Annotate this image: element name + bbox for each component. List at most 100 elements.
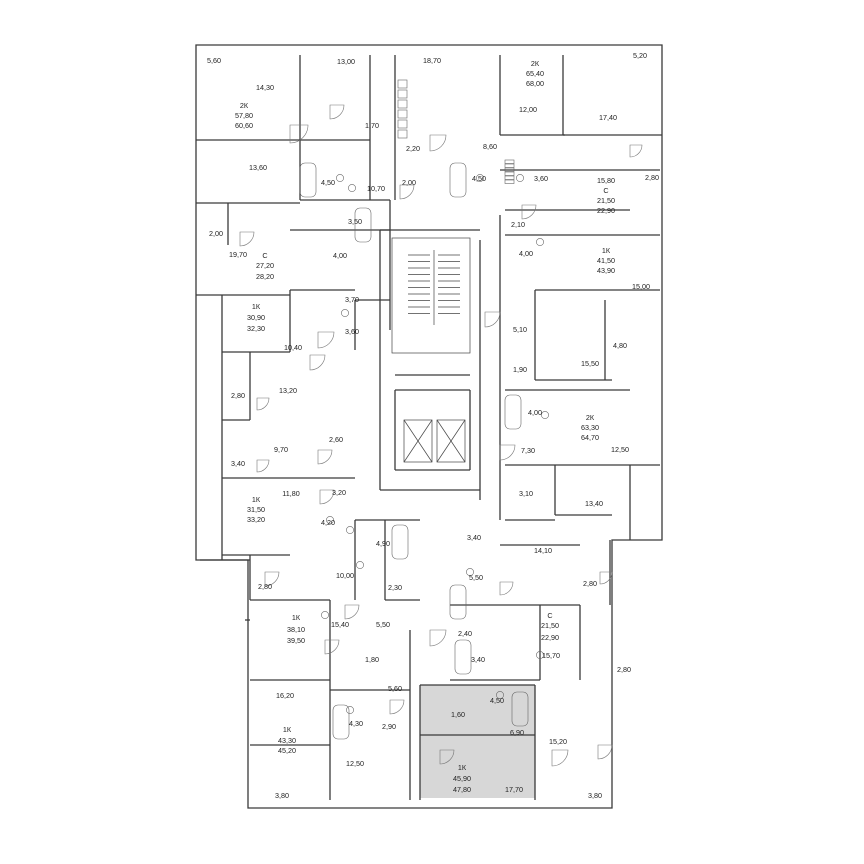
area-label: 13,40	[585, 499, 603, 508]
area-label: 12,50	[611, 445, 629, 454]
area-label: 13,20	[279, 386, 297, 395]
area-label: 39,50	[287, 636, 305, 645]
area-label: 22,90	[597, 206, 615, 215]
highlighted-apartment-fill	[420, 685, 535, 798]
area-label: 15,20	[549, 737, 567, 746]
bathtub	[299, 162, 317, 198]
area-label: 2,80	[645, 173, 659, 182]
door-swing	[499, 444, 516, 461]
area-label: 4,20	[321, 518, 335, 527]
door-swing	[344, 604, 360, 620]
area-label: 2,00	[402, 178, 416, 187]
elevator-left	[403, 419, 433, 463]
door-swing	[599, 571, 613, 585]
area-label: 15,50	[581, 359, 599, 368]
toilet	[536, 651, 544, 659]
area-label: 7,30	[521, 446, 535, 455]
area-label: 5,60	[207, 56, 221, 65]
door-swing	[289, 124, 309, 144]
area-label: 5,10	[513, 325, 527, 334]
area-label: 4,90	[376, 539, 390, 548]
area-label: 47,80	[453, 785, 471, 794]
area-label: 33,20	[247, 515, 265, 524]
kitchen-unit	[504, 175, 515, 180]
toilet	[541, 411, 549, 419]
door-swing	[439, 749, 455, 765]
area-label: 57,80	[235, 111, 253, 120]
bathtub	[391, 524, 409, 560]
area-label: 1К	[292, 613, 301, 622]
area-label: 15,40	[331, 620, 349, 629]
area-label: 16,20	[276, 691, 294, 700]
area-label: 43,90	[597, 266, 615, 275]
area-label: 2,80	[258, 582, 272, 591]
door-swing	[389, 699, 405, 715]
door-swing	[324, 639, 340, 655]
area-label: 4,50	[321, 178, 335, 187]
area-label: 1К	[283, 725, 292, 734]
area-label: С	[603, 186, 608, 195]
area-label: С	[547, 611, 552, 620]
kitchen-unit	[397, 79, 408, 89]
area-label: 2,60	[329, 435, 343, 444]
toilet	[348, 184, 356, 192]
area-label: 2К	[240, 101, 249, 110]
area-label: 13,00	[337, 57, 355, 66]
bathtub	[332, 704, 350, 740]
door-swing	[264, 571, 280, 587]
area-label: 2,10	[511, 220, 525, 229]
door-swing	[317, 449, 333, 465]
bathtub	[511, 691, 529, 727]
area-label: 32,30	[247, 324, 265, 333]
door-swing	[309, 354, 326, 371]
area-label: 21,50	[597, 196, 615, 205]
area-label: 3,60	[534, 174, 548, 183]
kitchen-unit	[397, 129, 408, 139]
area-label: 2,80	[617, 665, 631, 674]
door-swing	[429, 629, 447, 647]
toilet	[466, 568, 474, 576]
kitchen-unit	[397, 119, 408, 129]
highlighted-apartment[interactable]	[420, 685, 535, 798]
area-label: 6,90	[510, 728, 524, 737]
area-label: 12,00	[519, 105, 537, 114]
bathtub	[354, 207, 372, 243]
area-label: 31,50	[247, 505, 265, 514]
area-label: 21,50	[541, 621, 559, 630]
area-label: 10,00	[336, 571, 354, 580]
area-label: 8,60	[483, 142, 497, 151]
area-label: 14,10	[534, 546, 552, 555]
area-label: 10,40	[284, 343, 302, 352]
fixtures	[239, 79, 643, 767]
toilet	[516, 174, 524, 182]
area-label: 1,80	[365, 655, 379, 664]
kitchen-unit	[397, 109, 408, 119]
door-swing	[239, 231, 255, 247]
area-label: 1К	[252, 495, 261, 504]
area-label: 2,00	[209, 229, 223, 238]
toilet	[336, 174, 344, 182]
area-label: 45,20	[278, 746, 296, 755]
walls	[195, 44, 663, 809]
area-label: 1,60	[451, 710, 465, 719]
area-label: 15,70	[542, 651, 560, 660]
bathtub	[504, 394, 522, 430]
area-label: 12,50	[346, 759, 364, 768]
toilet	[536, 238, 544, 246]
door-swing	[317, 331, 335, 349]
area-label: 3,10	[519, 489, 533, 498]
area-label: 2,90	[382, 722, 396, 731]
bathtub	[449, 162, 467, 198]
area-label: 43,30	[278, 736, 296, 745]
area-label: 17,40	[599, 113, 617, 122]
stair-core	[391, 237, 471, 463]
area-label: 30,90	[247, 313, 265, 322]
toilet	[496, 691, 504, 699]
area-label: 9,70	[274, 445, 288, 454]
bathtub	[454, 639, 472, 675]
kitchen-unit	[504, 179, 515, 184]
area-label: 3,80	[588, 791, 602, 800]
area-label: 60,60	[235, 121, 253, 130]
area-label: 1,70	[365, 121, 379, 130]
